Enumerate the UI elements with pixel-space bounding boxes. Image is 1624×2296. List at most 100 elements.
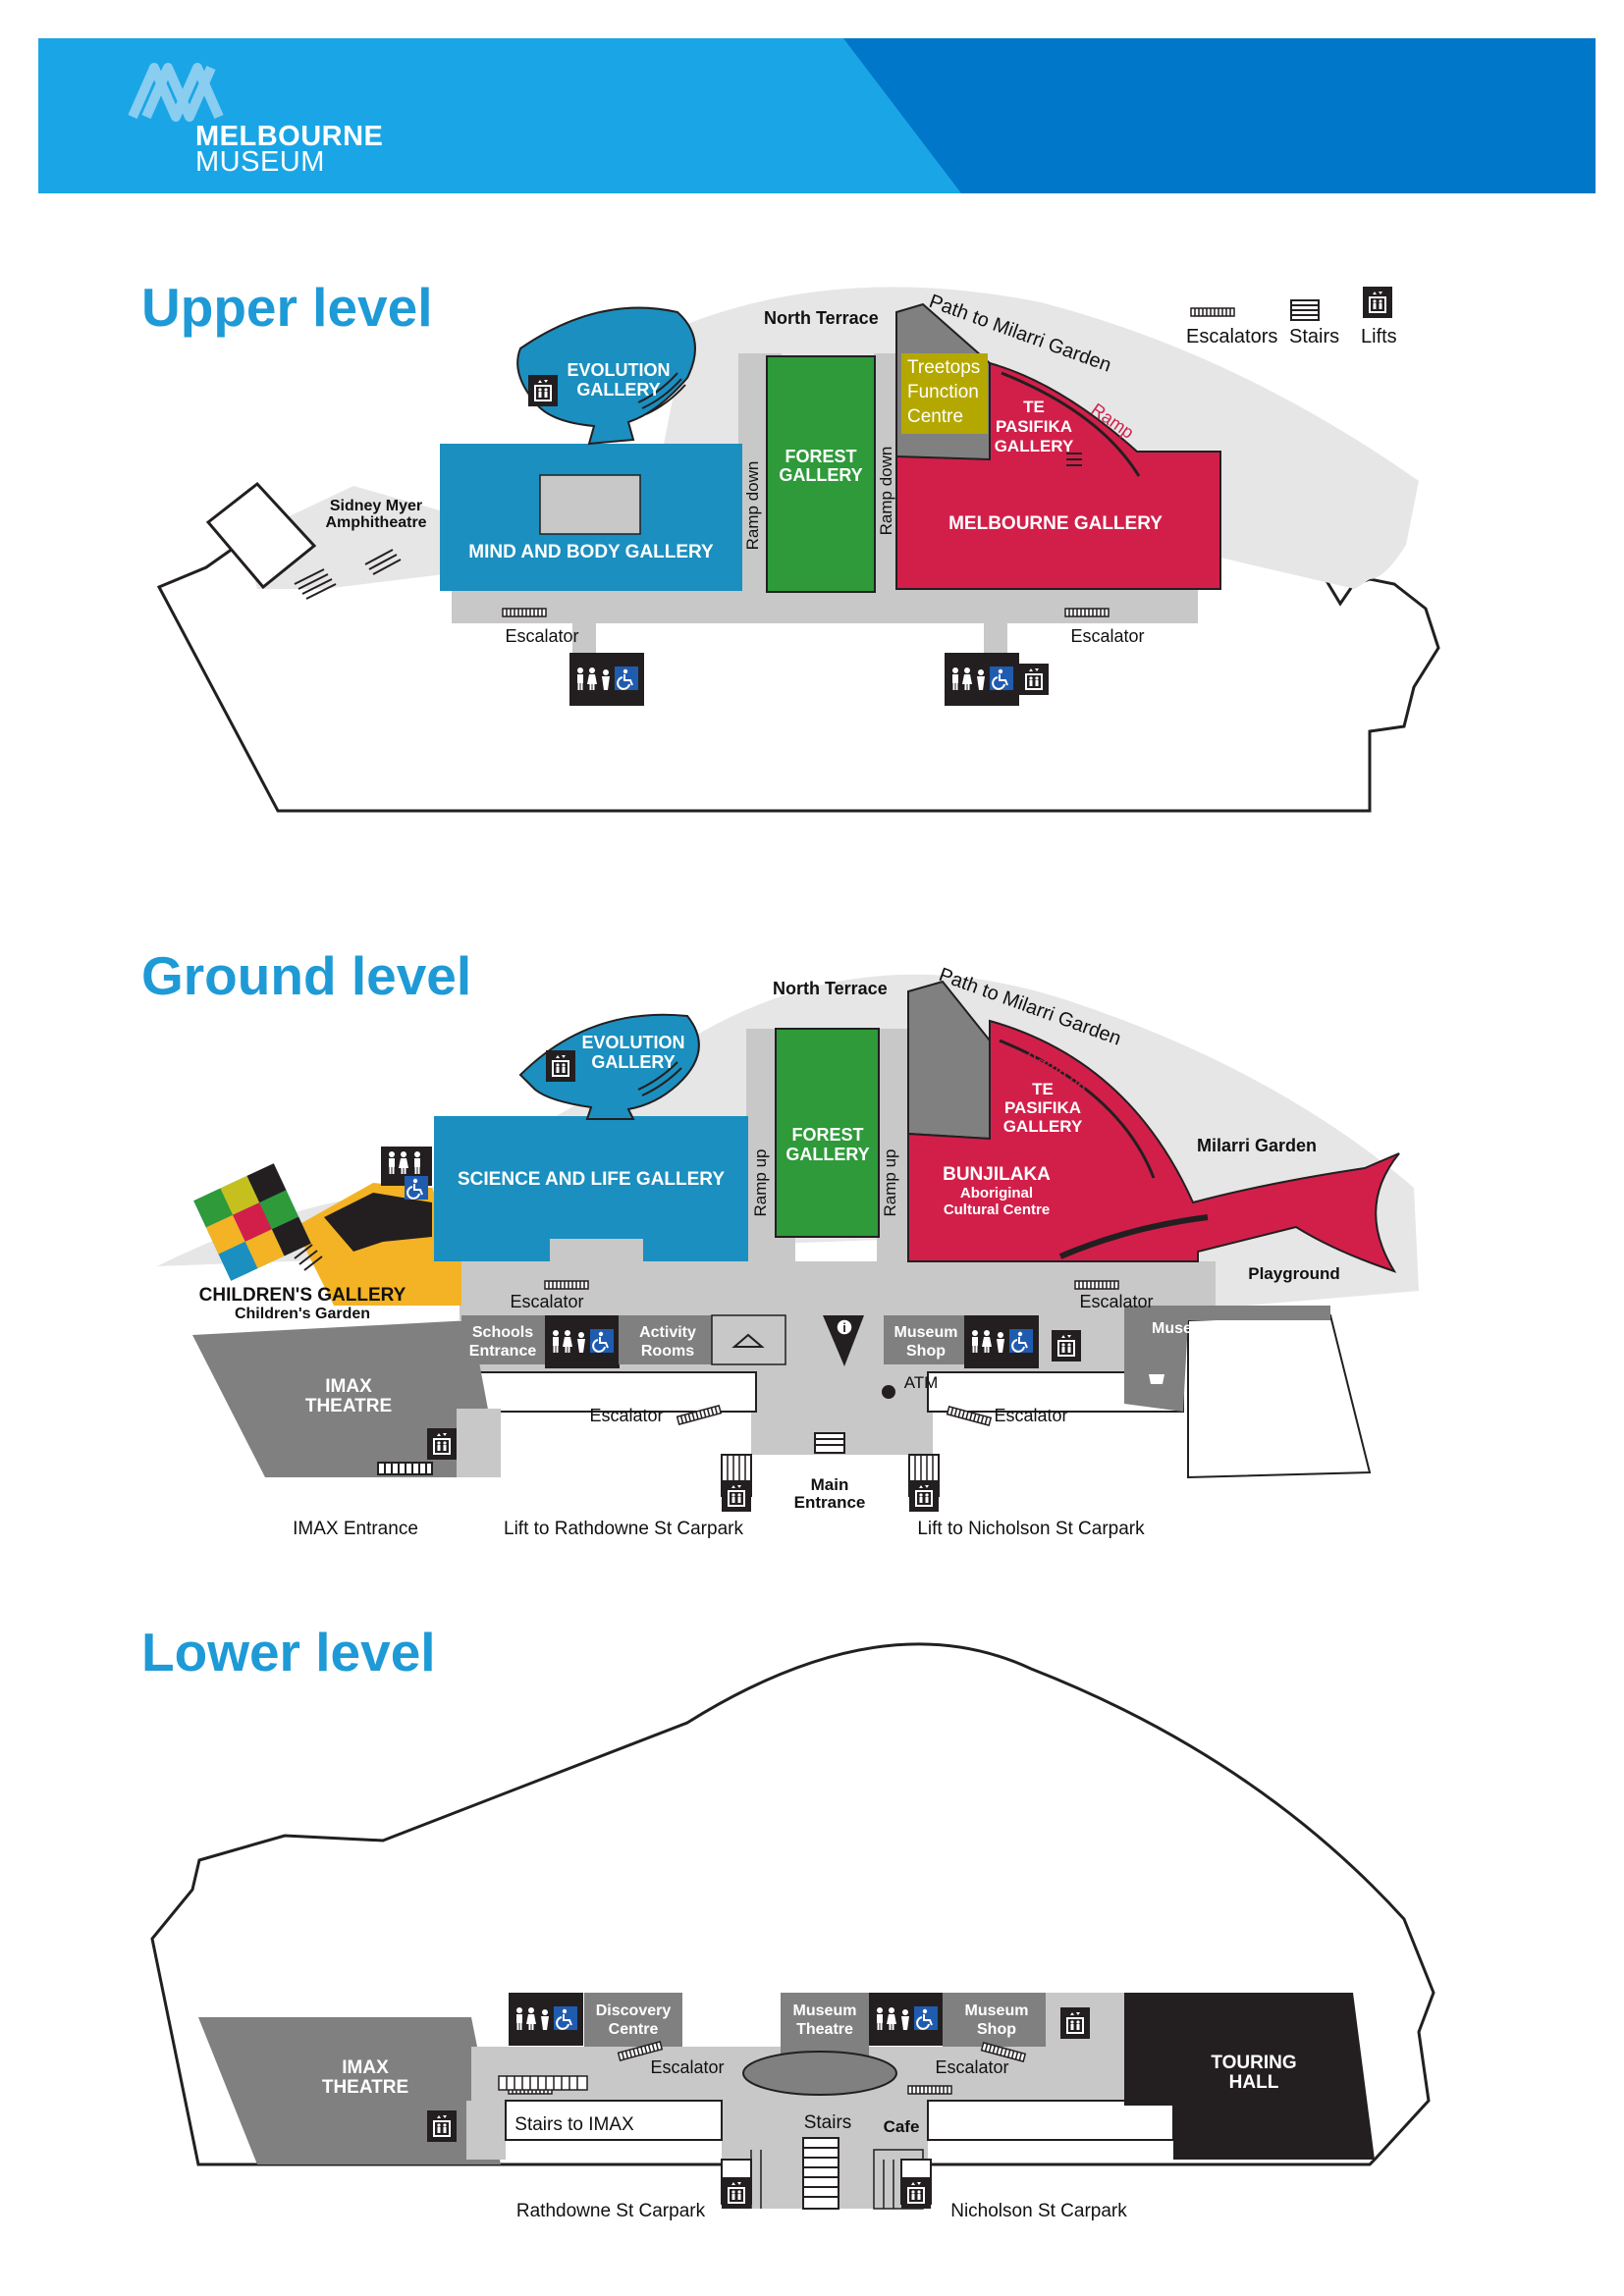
ground-escalator-right-icon	[1074, 1280, 1119, 1290]
cloakroom-icon	[731, 1333, 765, 1348]
childrens-gallery-label: CHILDREN'S GALLERY	[199, 1285, 406, 1306]
museum-theatre-label-2: Theatre	[796, 2021, 853, 2038]
mind-and-body-label: MIND AND BODY GALLERY	[468, 542, 714, 562]
legend-icons	[1190, 287, 1393, 321]
lower-museum-shop-label-2: Shop	[977, 2021, 1016, 2038]
schools-entrance-label-2: Entrance	[469, 1343, 537, 1360]
lower-imax-theatre	[198, 2017, 501, 2164]
ground-north-terrace-label: North Terrace	[773, 979, 888, 998]
lower-stairs-label: Stairs	[804, 2112, 852, 2133]
atm-label: ATM	[904, 1373, 939, 1392]
main-entrance-label-2: Entrance	[794, 1493, 866, 1512]
treetops-highlight	[901, 353, 988, 434]
lower-lift-imax-icon	[426, 2109, 458, 2143]
upper-stairs-amphi	[364, 549, 402, 575]
brand-line-2: MUSEUM	[195, 146, 325, 178]
museum-theatre-stage	[742, 2051, 897, 2096]
lift-nicholson-label: Lift to Nicholson St Carpark	[917, 1519, 1145, 1539]
lower-escalator-left-label: Escalator	[650, 2057, 724, 2077]
ground-museum-shop-label-2: Shop	[906, 1343, 946, 1360]
imax-entrance-label: IMAX Entrance	[293, 1519, 418, 1539]
ground-ramp-line	[999, 1039, 1156, 1179]
ground-escalator-left-icon	[544, 1280, 589, 1290]
lower-escalator-right-label: Escalator	[935, 2057, 1008, 2077]
info-glyph: i	[842, 1320, 846, 1335]
lower-toilets-right-icon	[869, 1993, 944, 2046]
museum-cafe-area	[1124, 1306, 1330, 1412]
ground-level-title: Ground level	[141, 945, 472, 1006]
museum-shop-room	[884, 1315, 967, 1364]
atm-icon	[882, 1385, 895, 1399]
ground-imax-theatre	[192, 1320, 501, 1477]
lower-level-map: Discovery Centre Museum Theatre Museum S…	[150, 1642, 1435, 2221]
ground-evolution-lift-icon	[545, 1049, 576, 1083]
lower-cafe-label: Cafe	[884, 2117, 920, 2136]
ground-imax-label-1: IMAX	[325, 1376, 372, 1397]
cloakroom-room	[711, 1314, 786, 1365]
museum-logo-mark	[128, 63, 224, 122]
ground-rathdowne-walkway	[470, 1371, 757, 1413]
upper-evolution-label-1: EVOLUTION	[567, 360, 670, 380]
melbourne-gallery	[895, 361, 1221, 590]
ground-imax-stairs	[377, 1462, 433, 1475]
ground-toilets-left-icon	[545, 1315, 620, 1368]
science-and-life-label: SCIENCE AND LIFE GALLERY	[458, 1169, 725, 1190]
upper-north-terrace-label: North Terrace	[764, 308, 879, 328]
lower-imax-lift-area	[466, 2101, 506, 2160]
museum-theatre-room	[781, 1993, 869, 2061]
mind-and-body-atrium	[539, 474, 641, 535]
ground-escalator-right-label: Escalator	[1079, 1292, 1153, 1311]
museum-theatre-label-1: Museum	[793, 2002, 857, 2019]
header-banner: MELBOURNE MUSEUM	[38, 38, 1596, 193]
upper-te-pasifika-stairs	[1066, 453, 1082, 466]
info-icon	[836, 1318, 853, 1336]
sidney-myer-label-1: Sidney Myer	[330, 498, 422, 514]
playground-label: Playground	[1248, 1264, 1340, 1283]
lower-lift-nicholson-icon	[900, 2176, 932, 2210]
lower-nicholson-label: Nicholson St Carpark	[950, 2201, 1127, 2221]
schools-entrance-room	[461, 1315, 550, 1364]
childrens-stairs	[294, 1244, 323, 1271]
upper-stairs-sidney	[294, 568, 337, 600]
ground-forest-gallery	[775, 1028, 880, 1238]
upper-evolution-stairs	[637, 372, 686, 415]
upper-evolution-label-2: GALLERY	[576, 380, 660, 400]
ground-ramp-up-left-label: Ramp up	[751, 1149, 770, 1217]
bunjilaka-label-3: Cultural Centre	[944, 1201, 1050, 1218]
stairs-to-imax-label: Stairs to IMAX	[514, 2114, 634, 2135]
lower-museum-shop-label-1: Museum	[965, 2002, 1029, 2019]
lower-imax-label-1: IMAX	[342, 2057, 389, 2078]
upper-ramp-down-right-label: Ramp down	[877, 447, 895, 536]
touring-hall-label-1: TOURING	[1211, 2053, 1296, 2073]
bunjilaka-label-2: Aboriginal	[960, 1185, 1033, 1201]
legend-lifts: Lifts	[1361, 326, 1397, 347]
info-desk	[823, 1315, 864, 1366]
treetops-label-1: Treetops	[907, 357, 980, 378]
childrens-toilets-icon	[381, 1147, 432, 1201]
ground-escalator-left-label: Escalator	[510, 1292, 583, 1311]
activity-rooms-label-1: Activity	[639, 1324, 696, 1341]
discovery-centre-room	[584, 1993, 682, 2047]
upper-escalator-left-label: Escalator	[505, 626, 578, 646]
science-and-life-entrance	[550, 1239, 643, 1263]
ground-forest-label-2: GALLERY	[785, 1145, 869, 1164]
childrens-garden-label: Children's Garden	[235, 1306, 370, 1322]
upper-level-title: Upper level	[141, 277, 433, 338]
lower-lift-right-icon	[1059, 2006, 1091, 2040]
discovery-centre-label-1: Discovery	[596, 2002, 672, 2019]
ground-lift-nicholson-icon	[908, 1479, 940, 1513]
lower-lift-rathdowne-icon	[721, 2176, 752, 2210]
lower-escalator-right-icon	[907, 2085, 952, 2095]
stairs-legend-icon	[1290, 299, 1320, 321]
museum-cafe-label: Museum Cafe	[1152, 1320, 1254, 1337]
treetops-label-3: Centre	[907, 406, 963, 427]
ground-ramp-up-right-label: Ramp up	[881, 1149, 899, 1217]
upper-toilets-left-icon	[569, 653, 644, 706]
activity-rooms-label-2: Rooms	[641, 1343, 694, 1360]
ground-lift-right-icon	[1051, 1329, 1082, 1362]
lower-museum-shop-room	[943, 1993, 1046, 2047]
lower-stairs-to-imax-icon	[498, 2075, 588, 2091]
upper-escalator-right-label: Escalator	[1070, 626, 1144, 646]
ground-lift-imax-icon	[426, 1427, 458, 1461]
upper-escalator-left-icon	[502, 608, 547, 617]
